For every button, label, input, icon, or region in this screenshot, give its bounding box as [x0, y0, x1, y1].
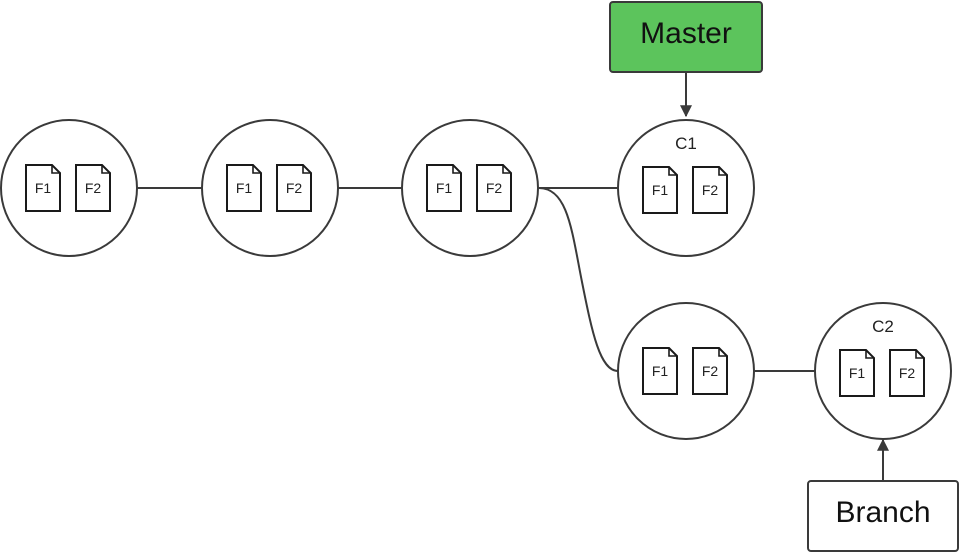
file-icon: F2: [476, 164, 512, 212]
commit-node-c2[interactable]: C2 F1 F2: [814, 302, 952, 440]
file-label: F2: [702, 182, 719, 198]
file-icon: F1: [839, 349, 875, 397]
commit-circle: [814, 302, 952, 440]
commit-circle: [201, 119, 339, 257]
file-label: F1: [436, 180, 453, 196]
file-icon: F1: [226, 164, 262, 212]
commit-label: C2: [872, 317, 894, 336]
branch-ref-label: Branch: [835, 496, 930, 529]
commit-node[interactable]: F1 F2: [401, 119, 539, 257]
file-icon: F1: [642, 166, 678, 214]
file-label: F1: [849, 365, 866, 381]
edges-layer: [137, 187, 818, 372]
commit-node-c1[interactable]: C1 F1 F2: [617, 119, 755, 257]
commit-node[interactable]: F1 F2: [617, 302, 755, 440]
commit-node[interactable]: F1 F2: [201, 119, 339, 257]
branch-ref[interactable]: Branch: [807, 480, 959, 552]
file-label: F2: [702, 363, 719, 379]
commit-circle: [617, 119, 755, 257]
file-label: F2: [286, 180, 303, 196]
file-icon: F2: [889, 349, 925, 397]
file-label: F2: [85, 180, 102, 196]
file-label: F1: [236, 180, 253, 196]
file-icon: F2: [692, 347, 728, 395]
file-icon: F1: [25, 164, 61, 212]
master-ref-box: [609, 1, 763, 73]
file-label: F2: [486, 180, 503, 196]
file-icon: F2: [75, 164, 111, 212]
branch-ref-box: [807, 480, 959, 552]
file-label: F1: [35, 180, 52, 196]
file-icon: F2: [276, 164, 312, 212]
edge-commit-3-to-commit-4: [538, 187, 619, 372]
file-icon: F1: [426, 164, 462, 212]
commit-circle: [617, 302, 755, 440]
commit-circle: [0, 119, 138, 257]
file-label: F2: [899, 365, 916, 381]
master-ref[interactable]: Master: [609, 1, 763, 73]
commit-circle: [401, 119, 539, 257]
commit-label: C1: [675, 134, 697, 153]
file-icon: F2: [692, 166, 728, 214]
file-label: F1: [652, 182, 669, 198]
master-ref-label: Master: [640, 17, 732, 50]
commit-node[interactable]: F1 F2: [0, 119, 138, 257]
file-label: F1: [652, 363, 669, 379]
file-icon: F1: [642, 347, 678, 395]
